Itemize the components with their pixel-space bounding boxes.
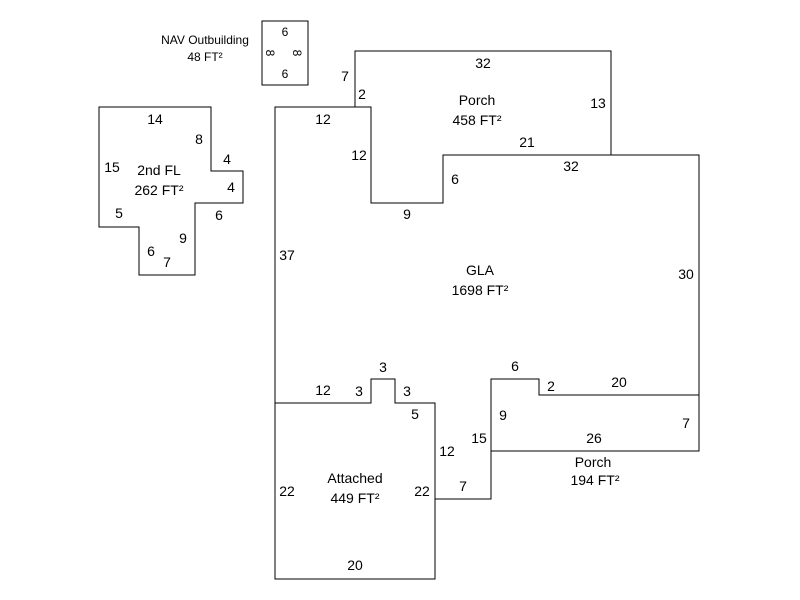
dim-porch-top-top: 32 — [475, 55, 491, 71]
dim-outbuilding-top: 6 — [282, 25, 289, 39]
second-floor-name: 2nd FL — [137, 162, 181, 178]
outbuilding-outline — [261, 20, 309, 86]
porch-top-name: Porch — [459, 92, 496, 108]
dim-porch-top-left: 7 — [341, 68, 349, 84]
dim-attached-left: 22 — [279, 483, 295, 499]
attached-area: 449 FT² — [330, 490, 379, 506]
dim-attached-right: 22 — [414, 483, 430, 499]
dim-porch-top-right: 13 — [590, 95, 606, 111]
attached-name: Attached — [327, 470, 382, 486]
outbuilding-name: NAV Outbuilding — [161, 33, 249, 47]
dim-gla-porch-notch-side: 2 — [547, 378, 555, 394]
porch-bottom-name: Porch — [575, 454, 612, 470]
dim-porch-bottom-left: 9 — [499, 407, 507, 423]
porch-top-outline — [354, 50, 612, 155]
gla-area: 1698 FT² — [452, 282, 509, 298]
second-floor-outline — [98, 106, 244, 276]
dim-outbuilding-left: 8 — [263, 50, 277, 57]
dim-2fl-notch: 5 — [115, 205, 123, 221]
dim-2fl-step-right: 4 — [227, 179, 235, 195]
dim-outbuilding-bottom: 6 — [282, 67, 289, 81]
gla: GLA 1698 FT² 12 12 9 6 32 30 37 12 3 3 3… — [274, 106, 700, 500]
dim-gla-bottom-step: 7 — [459, 478, 467, 494]
dim-gla-bump-right: 3 — [403, 383, 411, 399]
dim-gla-inner-right: 6 — [451, 171, 459, 187]
dim-gla-right: 30 — [678, 266, 694, 282]
dim-gla-bump-left: 3 — [355, 383, 363, 399]
dim-gla-bottom-left: 12 — [315, 382, 331, 398]
porch-bottom-outline — [491, 395, 700, 452]
porch-top-area: 458 FT² — [452, 112, 501, 128]
porch-bottom: Porch 194 FT² 9 26 7 — [491, 395, 700, 488]
dim-porch-bottom-right: 7 — [682, 415, 690, 431]
porch-top: Porch 458 FT² 32 13 21 7 2 — [341, 50, 612, 155]
dim-2fl-left-lower: 6 — [147, 243, 155, 259]
dim-gla-porch-top: 20 — [611, 374, 627, 390]
dim-outbuilding-right: 8 — [290, 50, 304, 57]
dim-2fl-left: 15 — [104, 159, 120, 175]
gla-outline-main — [274, 106, 700, 403]
dim-gla-top-right: 32 — [563, 158, 579, 174]
dim-gla-step-down: 5 — [411, 406, 419, 422]
dim-2fl-step-top: 4 — [223, 151, 231, 167]
attached: Attached 449 FT² 22 22 20 — [274, 378, 436, 580]
dim-gla-bump-top: 3 — [379, 359, 387, 375]
porch-bottom-area: 194 FT² — [570, 472, 619, 488]
dim-2fl-bottom: 7 — [163, 254, 171, 270]
outbuilding: NAV Outbuilding 48 FT² 6 6 8 8 — [161, 20, 309, 86]
dim-porch-top-left-small: 2 — [358, 86, 366, 102]
attached-outline — [274, 378, 436, 580]
outbuilding-area: 48 FT² — [187, 50, 222, 64]
dim-2fl-right-lower: 9 — [179, 230, 187, 246]
dim-attached-bottom: 20 — [347, 557, 363, 573]
dim-2fl-right-upper: 8 — [195, 131, 203, 147]
dim-gla-top-left: 12 — [315, 111, 331, 127]
second-floor-area: 262 FT² — [134, 182, 183, 198]
dim-gla-porch-notch-top: 6 — [511, 358, 519, 374]
dim-gla-inner-bottom: 9 — [403, 206, 411, 222]
dim-porch-bottom-bottom: 26 — [586, 430, 602, 446]
dim-gla-inner-left: 12 — [351, 147, 367, 163]
dim-2fl-step-bottom: 6 — [215, 207, 223, 223]
gla-outline-right — [435, 378, 699, 500]
gla-name: GLA — [466, 262, 495, 278]
second-floor: 2nd FL 262 FT² 14 8 4 4 6 9 7 6 5 15 — [98, 106, 244, 276]
dim-2fl-top: 14 — [147, 111, 163, 127]
dim-porch-top-bottom: 21 — [519, 134, 535, 150]
dim-gla-left-porch: 15 — [471, 430, 487, 446]
dim-gla-left: 37 — [279, 247, 295, 263]
dim-gla-right-wall: 12 — [439, 443, 455, 459]
